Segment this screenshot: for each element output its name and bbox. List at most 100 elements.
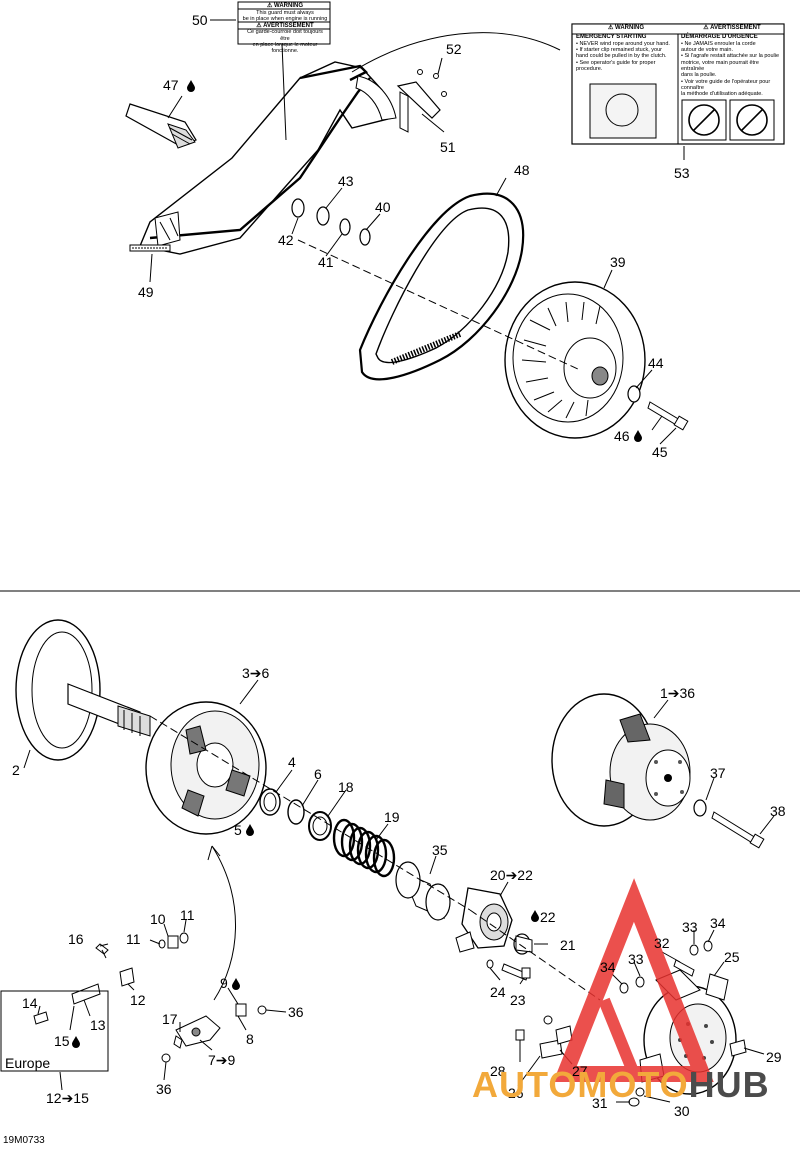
screw-nut-23-24: [486, 959, 531, 981]
callout-41: 41: [318, 254, 334, 270]
warning-large-right-line: dans la poulie.: [681, 72, 717, 79]
warning-large-left-line: • See operator's guide for proper: [576, 59, 656, 66]
watermark-text: AUTOMOTOHUB: [472, 1064, 770, 1106]
reference-code: 19M0733: [3, 1135, 45, 1146]
callout-7-9: 7➔9: [208, 1052, 236, 1068]
callout-29: 29: [766, 1049, 782, 1065]
warning-large-left-line: hand could be pulled in by the clutch.: [576, 53, 667, 60]
callout-31: 31: [592, 1095, 608, 1111]
callout-20-22: 20➔22: [490, 867, 533, 883]
callout-52: 52: [446, 41, 462, 57]
callout-11a: 11: [180, 907, 195, 923]
drive-belt-part-48: [358, 192, 525, 381]
warning-large-right-line: autour de votre main.: [681, 47, 733, 54]
callout-44: 44: [648, 355, 664, 371]
watermark-part1: AUTOMOTO: [472, 1064, 689, 1105]
callout-37: 37: [710, 765, 726, 781]
driven-pulley-part-39: [504, 281, 646, 439]
warning-small-line1: This guard must always: [256, 9, 314, 16]
warning-label-small: [237, 1, 331, 45]
callout-14: 14: [22, 995, 38, 1011]
callout-15: 15: [54, 1033, 70, 1049]
spider-part-20: [455, 887, 513, 953]
warning-large-left-line: procedure.: [576, 66, 603, 73]
drive-pulley-assembly-part-1: [551, 693, 691, 827]
callout-25: 25: [724, 949, 740, 965]
callout-10: 10: [150, 911, 166, 927]
warning-label-large: [571, 23, 785, 145]
warning-small-line2: be in place when engine is running: [242, 16, 328, 23]
callout-18: 18: [338, 779, 354, 795]
watermark-part2: HUB: [688, 1064, 770, 1105]
callout-30: 30: [674, 1103, 690, 1119]
callout-12: 12: [130, 992, 146, 1008]
callout-21: 21: [560, 937, 576, 953]
callout-12-15: 12➔15: [46, 1090, 89, 1106]
callout-26: 26: [508, 1085, 524, 1101]
shaft-part-47: [125, 103, 197, 149]
bushing-part-21: [513, 933, 533, 955]
europe-box: [0, 990, 109, 1072]
spring-part-19: [332, 818, 396, 878]
callout-22: 22: [540, 909, 556, 925]
callout-36b: 36: [156, 1081, 172, 1097]
warning-large-right-sub: DÉMARRAGE D'URGENCE: [681, 33, 758, 40]
washer-bolt-44-45: [627, 385, 689, 431]
callout-39: 39: [610, 254, 626, 270]
warning-large-left-line: • If starter clip remained stuck, your: [576, 47, 662, 54]
callout-33b: 33: [628, 951, 644, 967]
callout-48: 48: [514, 162, 530, 178]
callout-43: 43: [338, 173, 354, 189]
warning-large-left-head: ⚠ WARNING: [607, 25, 645, 31]
callout-50: 50: [192, 12, 208, 28]
warning-large-right-line: motrice, votre main pourrait être entraî…: [681, 59, 759, 73]
warning-small-line3: Ce garde-courroie doit toujours être: [247, 29, 323, 42]
warning-large-right: ⚠ AVERTISSEMENT DÉMARRAGE D'URGENCE • Ne…: [681, 25, 783, 98]
warning-large-left-sub: EMERGENCY STARTING: [576, 33, 647, 40]
warning-large-right-line: • Si l'agrafe restait attachée sur la po…: [681, 53, 780, 60]
callout-28: 28: [490, 1063, 506, 1079]
callout-6: 6: [314, 766, 322, 782]
movable-sheave-part-3: [145, 701, 267, 835]
warning-large-right-line: la méthode d'utilisation adéquate.: [681, 91, 763, 98]
callout-47: 47: [163, 77, 179, 93]
sleeve-part-35: [395, 861, 451, 921]
warning-large-right-line: • Voir votre guide de l'opérateur pour c…: [681, 78, 771, 91]
callout-3-6: 3➔6: [242, 665, 270, 681]
callout-42: 42: [278, 232, 294, 248]
callout-16: 16: [68, 931, 84, 947]
callout-46: 46: [614, 428, 630, 444]
warning-small-head-fr: ⚠ AVERTISSEMENT: [256, 22, 314, 29]
callout-53: 53: [674, 165, 690, 181]
callout-23: 23: [510, 992, 526, 1008]
callout-51: 51: [440, 139, 456, 155]
callout-34b: 34: [600, 959, 616, 975]
warning-large-right-head: ⚠ AVERTISSEMENT: [703, 25, 761, 31]
callout-34a: 34: [710, 915, 726, 931]
washer-bolt-37-38: [693, 799, 765, 849]
leader-lines-top: [149, 19, 685, 445]
belt-guard-part-49: [129, 61, 397, 255]
callout-11b: 11: [126, 931, 141, 947]
warning-small-text: ⚠ WARNING This guard must always be in p…: [242, 3, 328, 55]
callout-33a: 33: [682, 919, 698, 935]
warning-large-right-line: • Ne JAMAIS enrouler la corde: [681, 40, 756, 47]
warning-large-left: ⚠ WARNING EMERGENCY STARTING • NEVER win…: [576, 25, 676, 72]
bracket-part-51: [396, 69, 447, 133]
europe-box-label: Europe: [5, 1055, 51, 1071]
callout-32: 32: [654, 935, 670, 951]
leader-lines-bottom: [23, 679, 775, 1103]
callout-2: 2: [12, 762, 20, 778]
callout-1-36: 1➔36: [660, 685, 696, 701]
warning-small-line4: en place lorsque le moteur fonctionne.: [252, 42, 318, 55]
callout-13: 13: [90, 1017, 106, 1033]
callout-24: 24: [490, 984, 506, 1000]
callout-45: 45: [652, 444, 668, 460]
washer-set-40-43: [291, 198, 371, 246]
warning-large-left-line: • NEVER wind rope around your hand.: [576, 40, 670, 47]
small-parts-7-17: [33, 932, 267, 1063]
fixed-sheave-part-2: [15, 619, 151, 761]
callout-36a: 36: [288, 1004, 304, 1020]
callout-17: 17: [162, 1011, 178, 1027]
small-parts-26-34: [515, 940, 747, 1107]
